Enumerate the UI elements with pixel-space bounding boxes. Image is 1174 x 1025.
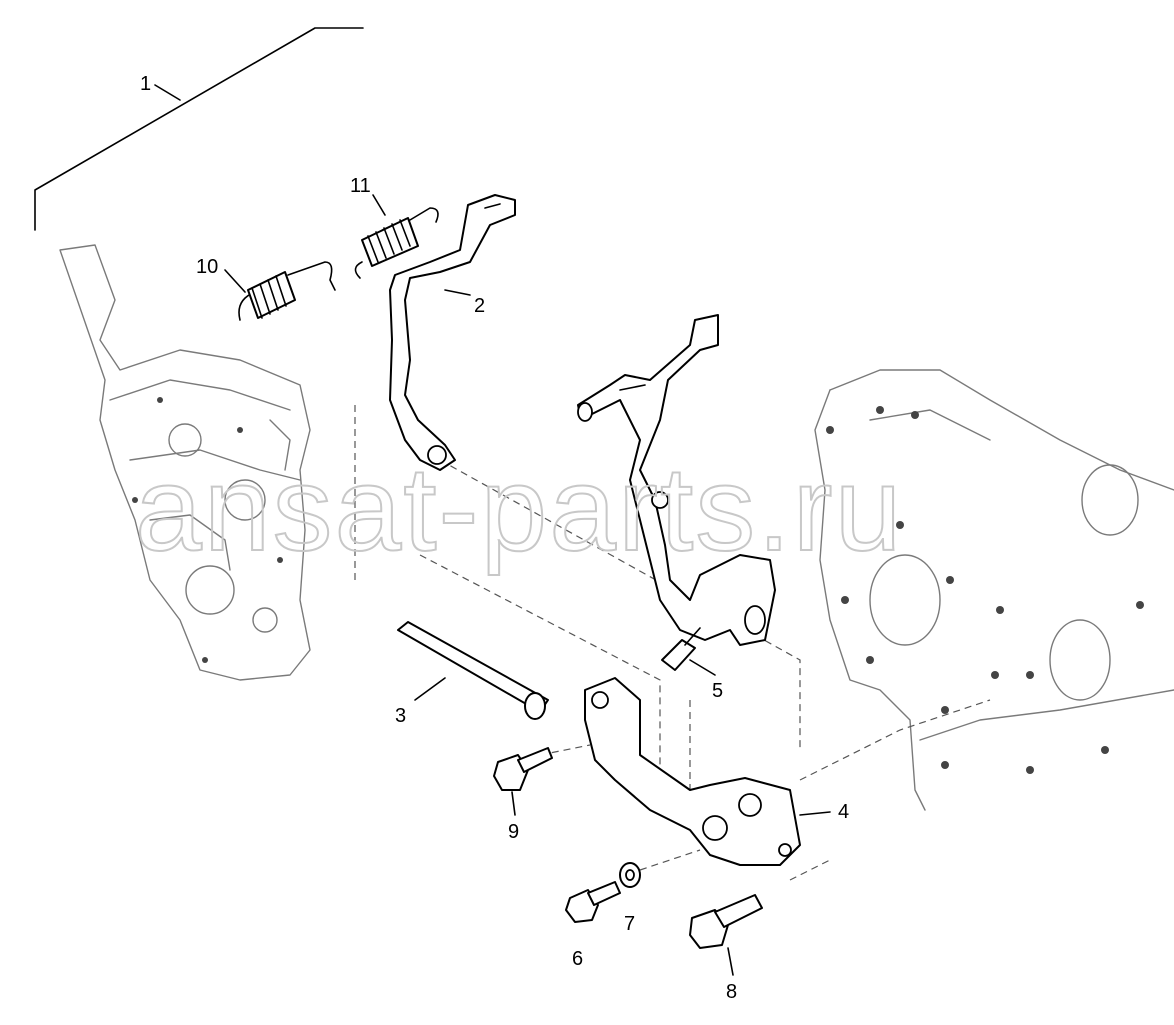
bolt-9	[493, 747, 553, 791]
right-engine-block-background	[814, 369, 1174, 811]
bracket-4	[584, 677, 801, 866]
bolt-8	[689, 894, 763, 949]
assembly-bracket	[34, 27, 364, 231]
assembly-dashed-lines	[354, 405, 991, 881]
callout-6: 6	[572, 948, 583, 970]
callout-7: 7	[624, 913, 635, 935]
leader-lines	[224, 194, 831, 976]
left-housing-background	[59, 244, 311, 681]
lever-arm-assembly	[577, 314, 776, 646]
bolt-5	[661, 627, 701, 671]
spring-11	[354, 207, 439, 279]
callout-9: 9	[508, 821, 519, 843]
callout-8: 8	[726, 981, 737, 1003]
callout-3: 3	[395, 705, 406, 727]
callout-1: 1	[140, 73, 151, 95]
callout-5: 5	[712, 680, 723, 702]
callout-2: 2	[474, 295, 485, 317]
bolt-6	[565, 881, 621, 923]
spring-10	[238, 261, 336, 321]
callout-labels: 1 2 3 4 5 6 7 8 9 10 11	[140, 73, 849, 1003]
callout-10: 10	[196, 256, 218, 278]
lever-2	[389, 194, 516, 471]
watermark-text: ansat-parts.ru	[135, 442, 903, 576]
callout-11: 11	[350, 175, 371, 197]
callout-4: 4	[838, 801, 849, 823]
shaft-pin-3	[397, 621, 549, 720]
washer-7	[619, 862, 641, 888]
